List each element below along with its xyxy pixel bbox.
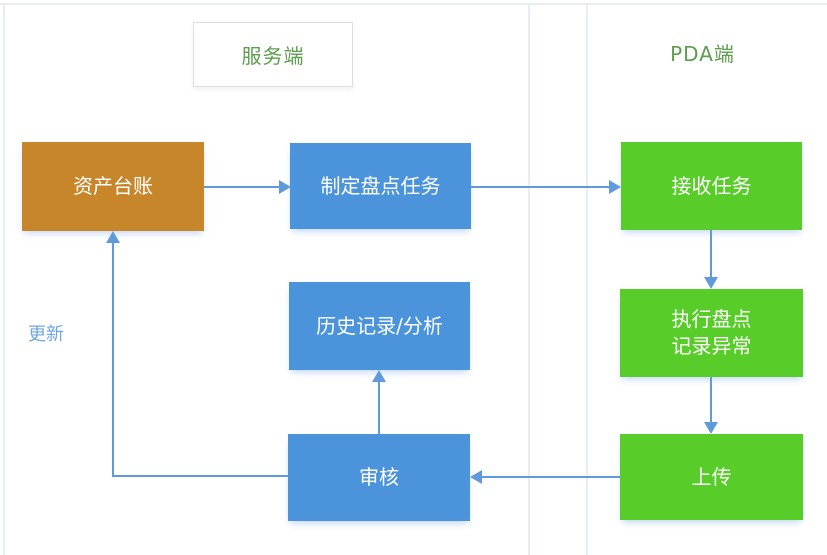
node-asset-ledger-label: 资产台账 [73, 174, 153, 198]
lane-header-server-label: 服务端 [241, 44, 305, 68]
arrow-create-to-receive-head [609, 180, 621, 194]
node-history-analysis-label: 历史记录/分析 [316, 313, 443, 338]
lane-divider-right [586, 3, 588, 555]
lane-border-top [0, 3, 827, 5]
node-create-task: 制定盘点任务 [290, 143, 471, 229]
node-create-task-label: 制定盘点任务 [320, 173, 441, 198]
node-history-analysis: 历史记录/分析 [289, 282, 470, 370]
lane-header-pda: PDA端 [645, 37, 760, 67]
lane-header-server: 服务端 [193, 22, 353, 87]
arrow-review-to-history-head [372, 370, 386, 382]
node-review: 审核 [288, 434, 470, 521]
lane-header-pda-label: PDA端 [670, 41, 735, 66]
arrow-asset-to-create-head [279, 180, 291, 194]
node-receive-task: 接收任务 [621, 142, 802, 230]
node-upload-label: 上传 [691, 464, 732, 489]
lane-border-left [3, 3, 5, 555]
arrow-create-to-receive-line [471, 186, 609, 188]
arrow-asset-to-create-line [204, 186, 279, 188]
arrow-review-to-asset-head [106, 231, 120, 243]
arrow-execute-to-upload-head [704, 422, 718, 434]
node-upload: 上传 [620, 434, 803, 520]
lane-divider-left [528, 3, 530, 555]
arrow-review-to-history-line [378, 382, 380, 434]
node-execute-count-label: 执行盘点 记录异常 [671, 307, 752, 358]
node-asset-ledger: 资产台账 [22, 142, 204, 231]
arrow-receive-to-execute-line [710, 230, 712, 278]
node-receive-task-label: 接收任务 [671, 173, 752, 198]
arrow-upload-to-review-head [470, 470, 482, 484]
node-review-label: 审核 [359, 465, 399, 489]
arrow-receive-to-execute-head [704, 277, 718, 289]
arrow-review-to-asset-vline [112, 243, 114, 477]
node-execute-count: 执行盘点 记录异常 [620, 289, 803, 377]
arrow-execute-to-upload-line [710, 377, 712, 423]
arrow-upload-to-review-line [482, 476, 620, 478]
arrow-review-to-asset-hline [112, 475, 288, 477]
edge-label-update: 更新 [28, 324, 64, 345]
